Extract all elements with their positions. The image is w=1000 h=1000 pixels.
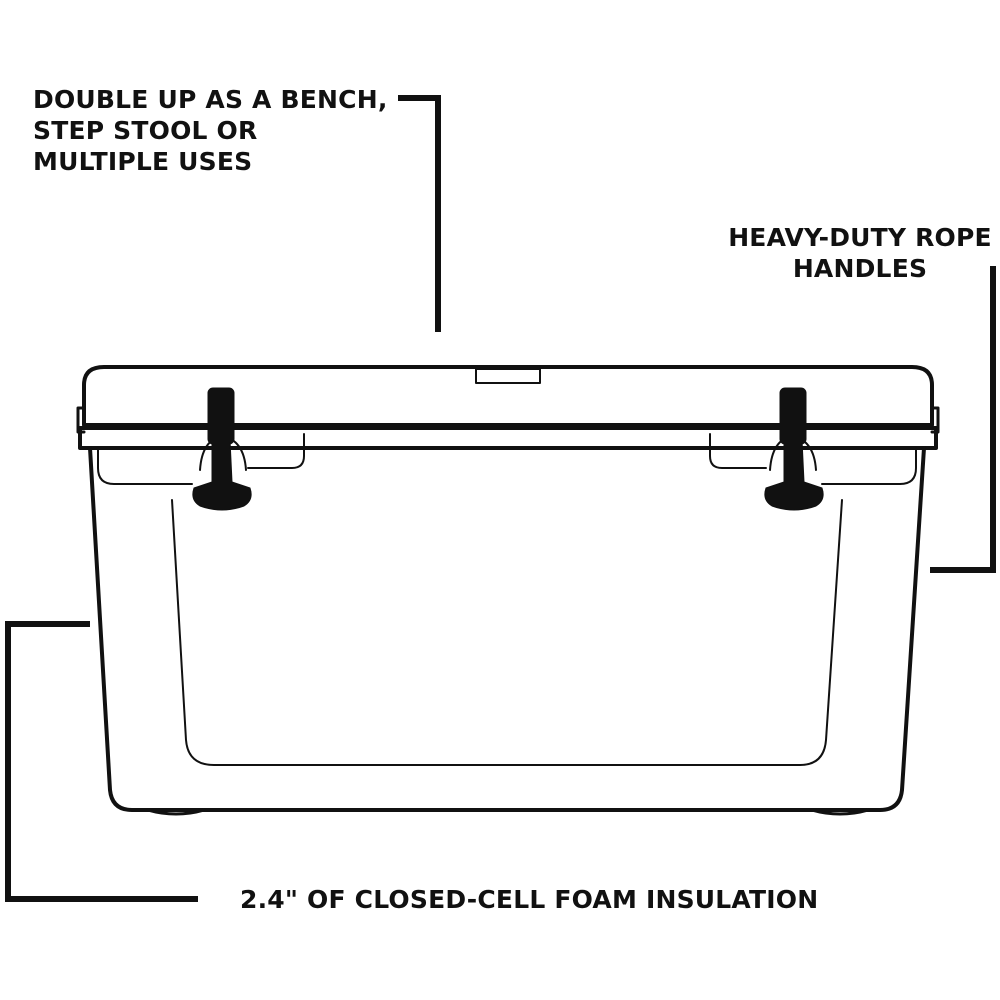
leader-line-rope-handles [930, 266, 996, 573]
latch-left-strap [207, 387, 235, 445]
lid-tab [475, 368, 541, 384]
latch-right-strap [779, 387, 807, 445]
latch-right [764, 387, 824, 511]
callout-insulation-line-1: 2.4" OF CLOSED-CELL FOAM INSULATION [240, 885, 819, 914]
cooler-foot-right [810, 808, 870, 816]
callout-rope-line-2: HANDLES [792, 254, 928, 283]
cooler-rim [78, 426, 938, 450]
handle-recess-right [709, 433, 917, 485]
leader-line-bench [398, 95, 441, 332]
front-panel [171, 499, 843, 766]
callout-bench: DOUBLE UP AS A BENCH, STEP STOOL OR MULT… [33, 84, 388, 177]
latch-left-tee [192, 439, 252, 511]
handle-recess-left [97, 433, 305, 485]
callout-bench-line-2: STEP STOOL OR [33, 116, 258, 145]
callout-bench-line-1: DOUBLE UP AS A BENCH, [33, 85, 388, 114]
callout-insulation: 2.4" OF CLOSED-CELL FOAM INSULATION [240, 884, 818, 915]
cooler-illustration [76, 365, 940, 816]
callout-bench-line-3: MULTIPLE USES [33, 147, 253, 176]
callout-rope-line-1: HEAVY-DUTY ROPE [728, 223, 992, 252]
cooler-foot-left [146, 808, 206, 816]
latch-left [192, 387, 252, 511]
cooler-lid [82, 365, 934, 427]
latch-right-tee [764, 439, 824, 511]
cooler-body [88, 446, 926, 812]
callout-rope-handles: HEAVY-DUTY ROPE HANDLES [720, 222, 1000, 284]
leader-lines [5, 95, 996, 902]
leader-line-insulation [5, 621, 198, 902]
